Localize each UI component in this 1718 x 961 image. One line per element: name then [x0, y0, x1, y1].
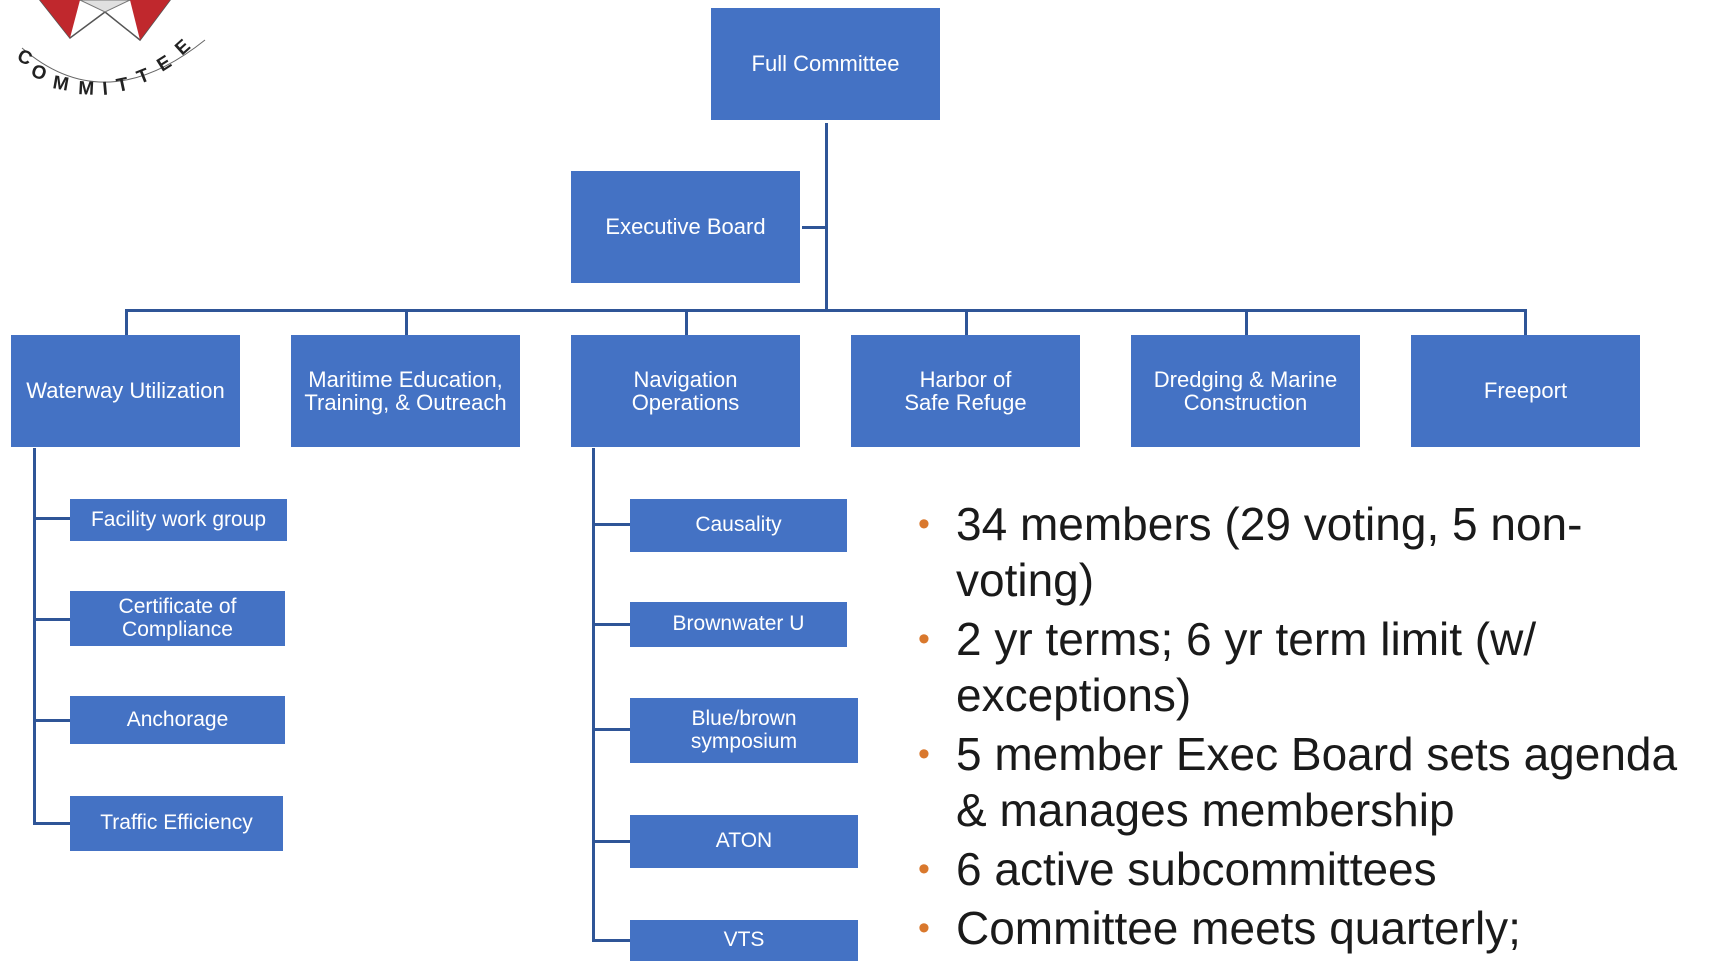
- svg-text:M: M: [51, 72, 70, 95]
- svg-text:O: O: [28, 61, 49, 86]
- connector-drop-maritime: [405, 309, 408, 335]
- connector-root-vertical: [825, 123, 828, 311]
- box-certificate-of-compliance: Certificate of Compliance: [70, 591, 285, 646]
- bullet-item: 34 members (29 voting, 5 non-voting): [918, 496, 1718, 608]
- box-navigation-operations: Navigation Operations: [571, 335, 800, 447]
- box-anchorage: Anchorage: [70, 696, 285, 744]
- box-freeport: Freeport: [1411, 335, 1640, 447]
- box-facility-work-group: Facility work group: [70, 499, 287, 541]
- svg-text:I: I: [102, 79, 109, 100]
- connector-navigation-3: [592, 728, 630, 731]
- summary-bullet-list: 34 members (29 voting, 5 non-voting) 2 y…: [918, 496, 1718, 959]
- bullet-item: Committee meets quarterly;: [918, 900, 1718, 956]
- connector-navigation-4: [592, 840, 630, 843]
- connector-waterway-spine: [33, 448, 36, 825]
- connector-horizontal-bar: [125, 309, 1527, 312]
- connector-waterway-2: [33, 618, 70, 621]
- box-waterway-utilization: Waterway Utilization: [11, 335, 240, 447]
- box-vts: VTS: [630, 920, 858, 961]
- connector-navigation-2: [592, 623, 630, 626]
- connector-executive: [802, 226, 826, 229]
- committee-logo: C O M M I T T E E: [14, 0, 206, 100]
- connector-waterway-1: [33, 517, 70, 520]
- box-full-committee: Full Committee: [711, 8, 940, 120]
- connector-drop-freeport: [1524, 309, 1527, 335]
- svg-text:M: M: [78, 78, 95, 100]
- svg-text:E: E: [154, 52, 176, 77]
- bullet-item: 5 member Exec Board sets agenda & manage…: [918, 726, 1718, 838]
- connector-drop-navigation: [685, 309, 688, 335]
- connector-navigation-5: [592, 939, 630, 942]
- connector-drop-dredging: [1245, 309, 1248, 335]
- bullet-item: 6 active subcommittees: [918, 841, 1718, 897]
- box-blue-brown-symposium: Blue/brown symposium: [630, 698, 858, 763]
- svg-text:T: T: [134, 65, 153, 89]
- box-executive-board: Executive Board: [571, 171, 800, 283]
- svg-text:T: T: [115, 74, 131, 97]
- connector-drop-harbor: [965, 309, 968, 335]
- box-aton: ATON: [630, 815, 858, 868]
- box-dredging-marine-construction: Dredging & Marine Construction: [1131, 335, 1360, 447]
- connector-navigation-spine: [592, 448, 595, 941]
- box-maritime-education: Maritime Education, Training, & Outreach: [291, 335, 520, 447]
- connector-waterway-4: [33, 822, 70, 825]
- box-harbor-of-safe-refuge: Harbor of Safe Refuge: [851, 335, 1080, 447]
- connector-drop-waterway: [125, 309, 128, 335]
- box-traffic-efficiency: Traffic Efficiency: [70, 796, 283, 851]
- connector-navigation-1: [592, 523, 630, 526]
- svg-text:E: E: [171, 36, 194, 60]
- bullet-item: 2 yr terms; 6 yr term limit (w/ exceptio…: [918, 611, 1718, 723]
- box-brownwater-u: Brownwater U: [630, 602, 847, 647]
- box-causality: Causality: [630, 499, 847, 552]
- connector-waterway-3: [33, 719, 70, 722]
